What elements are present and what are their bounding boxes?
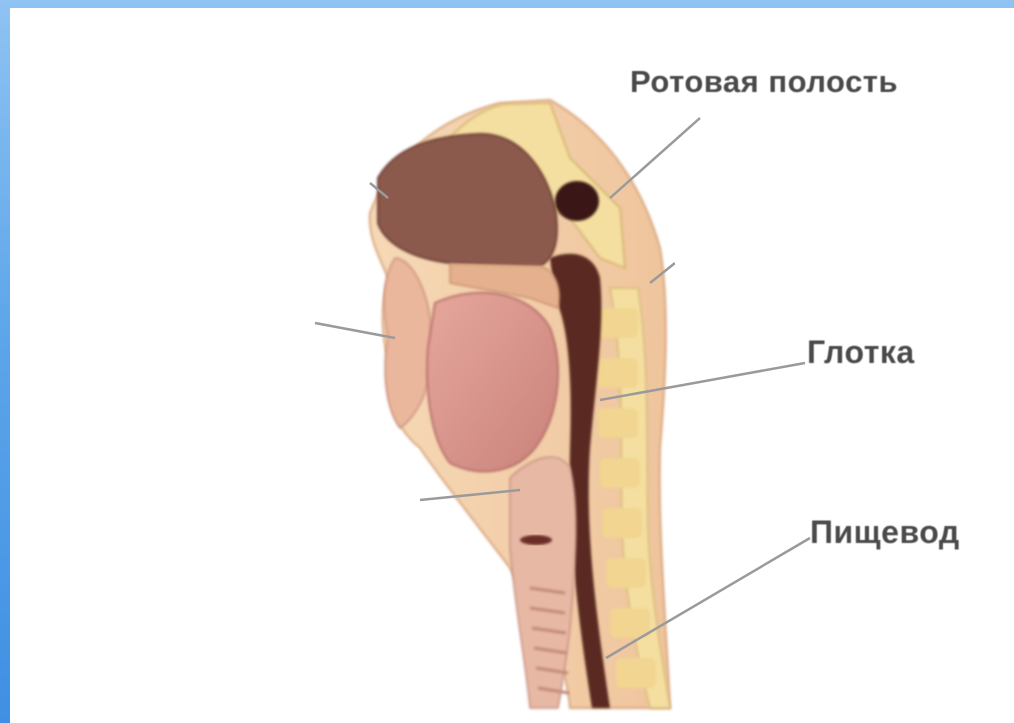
label-mask-left-bottom bbox=[46, 448, 418, 713]
slide-canvas: Ротовая полость Глотка Пищевод bbox=[10, 8, 1014, 723]
label-mask-left-top bbox=[46, 38, 364, 198]
label-oral-cavity: Ротовая полость bbox=[630, 64, 898, 100]
label-pharynx: Глотка bbox=[807, 334, 915, 371]
label-mask-right-top bbox=[675, 148, 975, 298]
label-mask-left-middle bbox=[46, 198, 308, 448]
sinus-cavity bbox=[555, 181, 599, 221]
label-esophagus: Пищевод bbox=[810, 514, 960, 551]
tongue bbox=[427, 293, 558, 472]
vocal-fold bbox=[520, 535, 552, 545]
